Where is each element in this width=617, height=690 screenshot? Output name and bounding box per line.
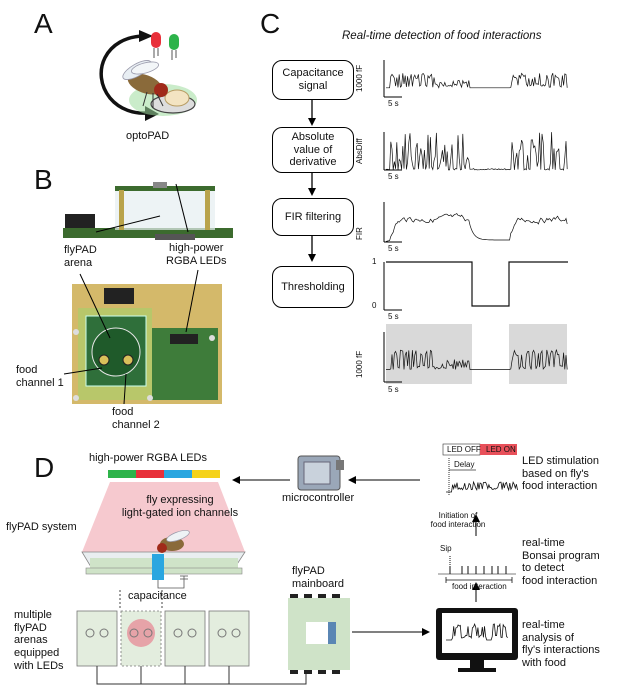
fly-icon [122,60,168,108]
highlight-box-1 [386,324,472,384]
arena-2-icon [120,610,162,667]
capacitance-label: capacitance [128,590,187,602]
red-led-icon [151,32,161,58]
arena-4-icon [208,610,250,667]
threshold-trace [386,261,568,307]
led-off-label: LED OFF [447,445,481,454]
food-interaction-label: food interaction [452,582,507,591]
flypad-top-photo [72,284,222,404]
high-power-leds-label: high-power RGBA LEDs [166,242,227,267]
scale-bar-2: 5 s [388,172,399,181]
monitor-icon [436,608,518,672]
absdiff-trace [385,132,568,171]
led-on-label: LED ON [486,445,516,454]
flypad-arena-label: flyPAD arena [64,244,97,269]
ylabel-highlighted-capacitance: 1000 fF [355,350,364,378]
led-stim-text: LED stimulation based on fly's food inte… [522,455,600,493]
scale-bar-3: 5 s [388,244,399,253]
bonsai-text: real-time Bonsai program to detect food … [522,537,600,587]
panel-b-letter: B [34,164,53,195]
multiple-arenas-label: multiple flyPAD arenas equipped with LED… [14,609,64,672]
panel-a-letter: A [34,8,53,39]
scale-bar-5: 5 s [388,385,399,394]
panel-c-title: Real-time detection of food interactions [342,30,542,42]
optopad-illustration [99,30,197,121]
delay-label: Delay [454,460,475,469]
panel-d-letter: D [34,452,55,483]
arena-3-icon [164,610,206,667]
ylabel-fir: FIR [355,227,364,240]
microcontroller-icon [297,455,344,491]
threshold-tick-1: 1 [372,257,377,266]
food-channel-2-label: food channel 2 [112,406,160,431]
step-thresholding: Thresholding [272,266,354,308]
scale-bar-1: 5 s [388,99,399,108]
panel-c-traces [383,60,568,384]
panel-c-letter: C [260,8,281,39]
ylabel-absdiff: AbsDiff [355,138,364,164]
analysis-text: real-time analysis of fly's interactions… [522,619,600,669]
cycle-arrow [99,34,148,115]
sip-label: Sip [440,544,452,553]
led-yellow-segment [192,470,220,478]
food-channel-1-label: food channel 1 [16,364,64,389]
led-green-segment [108,470,136,478]
green-led-icon [169,34,179,60]
arena-1-icon [76,610,118,667]
initiation-label: Initiation of food interaction [430,511,486,529]
threshold-tick-0: 0 [372,301,377,310]
rgba-led-strip [108,470,220,478]
step-fir-filtering: FIR filtering [272,198,354,236]
microcontroller-label: microcontroller [282,492,355,504]
scale-bar-4: 5 s [388,312,399,321]
led-red-segment [136,470,164,478]
mainboard-icon [288,594,350,674]
flypad-system-label: flyPAD system [6,521,77,533]
panel-d-diagram [76,443,518,685]
led-blue-segment [164,470,192,478]
panel-c-flow-arrows [308,100,316,262]
ylabel-capacitance: 1000 fF [355,64,364,92]
step-capacitance-signal: Capacitance signal [272,60,354,100]
highlighted-capacitance-trace [386,349,568,371]
capacitance-trace [386,72,568,89]
panel-b-pointers [63,183,199,405]
fly-on-arena-icon [157,530,190,553]
mainboard-label: flyPAD mainboard [292,565,344,590]
fly-expressing-label: fly expressing light-gated ion channels [121,494,239,519]
fir-trace [385,213,568,242]
optopad-caption: optoPAD [126,130,170,142]
step-absolute-derivative: Absolute value of derivative [272,127,354,173]
leds-label: high-power RGBA LEDs [89,452,207,464]
